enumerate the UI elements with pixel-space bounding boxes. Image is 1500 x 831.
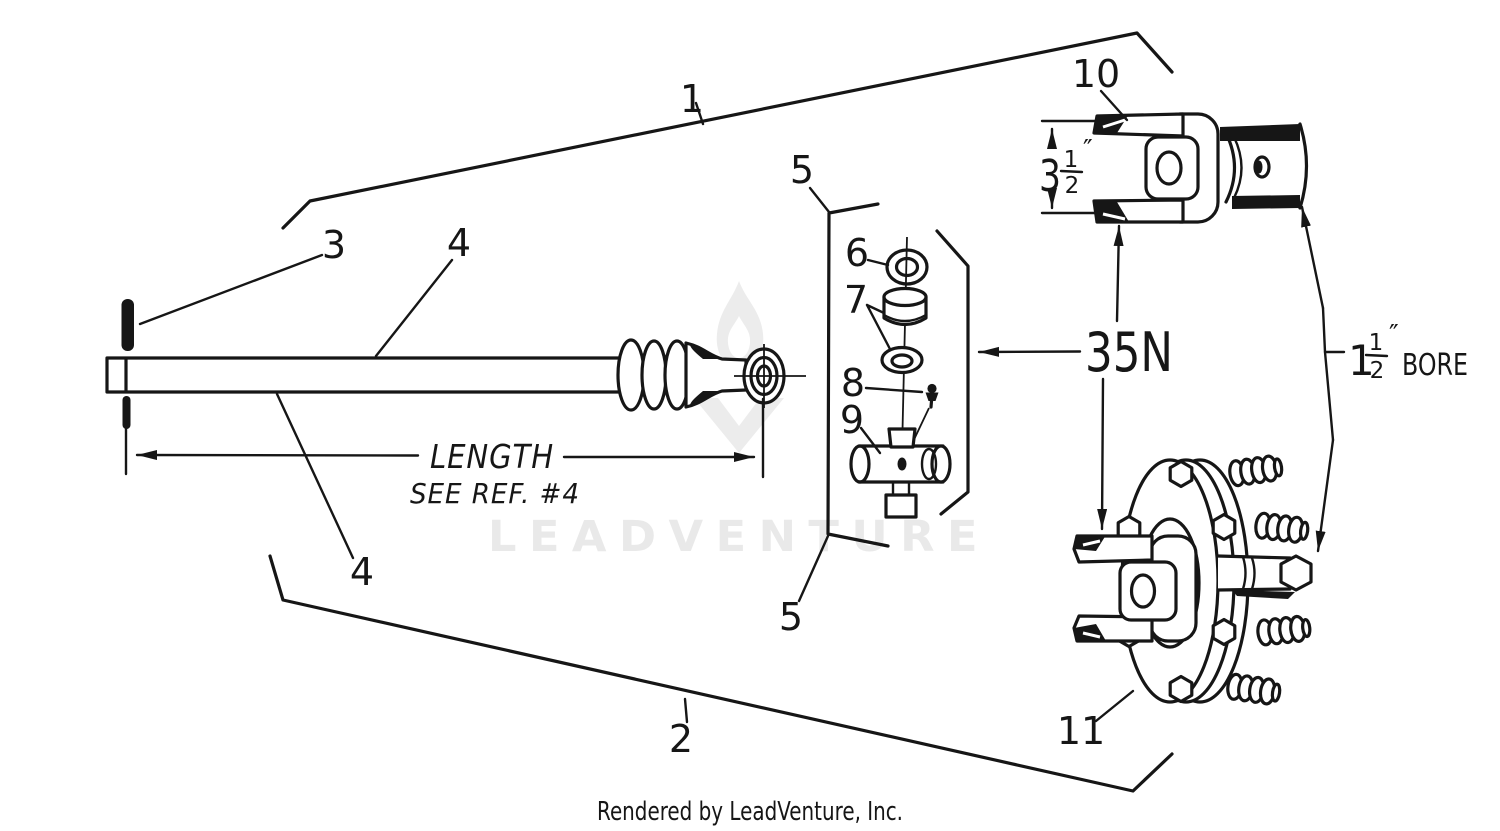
bore-label: BORE	[1402, 348, 1468, 383]
shaft-end-yoke-ring	[734, 344, 806, 408]
bore-annotation: 1 1 2 ″ BORE	[1300, 205, 1468, 553]
yoke-bottom-prong	[1092, 198, 1185, 224]
code-35n-annotation: 35N	[977, 224, 1173, 531]
yoke-height-whole: 3	[1039, 151, 1061, 202]
length-dimension-note: SEE REF. #4	[410, 477, 580, 510]
callout-4-bottom: 4	[275, 392, 374, 594]
yoke-height-dimension: 3 1 2 ″	[1039, 127, 1093, 210]
callout-11-label: 11	[1057, 709, 1105, 753]
hub-flange-assembly: 11	[1057, 452, 1313, 753]
yoke-height-denominator: 2	[1065, 173, 1080, 199]
hub-yoke-pin-hole	[1129, 573, 1157, 609]
callout-3-label: 3	[322, 223, 346, 267]
hub-yoke-fork	[1072, 534, 1198, 643]
callout-6-label: 6	[845, 231, 869, 275]
leadventure-watermark-text: LEADVENTURE	[488, 512, 990, 562]
callout-8-label: 8	[841, 361, 865, 405]
bracket-left	[826, 202, 890, 548]
cross-journal	[849, 427, 952, 519]
yoke-height-unit: ″	[1083, 135, 1093, 165]
callout-5-top-label: 5	[790, 148, 814, 192]
upper-yoke-assembly: 3 1 2 ″ 10	[1039, 52, 1309, 224]
seal-ring	[880, 345, 924, 375]
splined-bore-shaft	[1216, 554, 1313, 599]
length-dimension-label: LENGTH	[430, 437, 554, 476]
exploded-parts-column: 5 5 6 7 8	[779, 148, 970, 639]
callout-4-top-label: 4	[447, 221, 471, 265]
callout-7-label: 7	[844, 278, 868, 322]
length-dimension: LENGTH SEE REF. #4	[124, 397, 765, 510]
lower-boundary-line: 2	[268, 554, 1174, 793]
yoke-height-numerator: 1	[1064, 147, 1079, 173]
yoke-top-prong	[1092, 112, 1185, 138]
leadventure-watermark-logo	[694, 281, 784, 453]
snap-ring	[885, 248, 929, 286]
bore-numerator: 1	[1369, 330, 1384, 356]
callout-2-label: 2	[669, 717, 693, 761]
callout-9-label: 9	[840, 398, 864, 442]
callout-1-label: 1	[680, 77, 704, 121]
drive-shaft	[105, 299, 806, 429]
bracket-right	[935, 229, 970, 516]
bore-unit: ″	[1389, 320, 1399, 350]
bore-whole: 1	[1348, 336, 1375, 385]
callout-3: 3	[138, 223, 346, 326]
callout-4-bottom-label: 4	[350, 550, 374, 594]
callout-5-bottom-label: 5	[779, 595, 803, 639]
shear-pin	[121, 299, 134, 351]
yoke-pin-hole	[1155, 150, 1183, 186]
callout-4-top: 4	[374, 221, 471, 358]
footer-credit: Rendered by LeadVenture, Inc.	[597, 797, 903, 827]
shear-pin-lower	[122, 396, 131, 429]
bore-denominator: 2	[1370, 358, 1385, 384]
upper-boundary-line: 1	[281, 31, 1174, 230]
part-code-35n: 35N	[1085, 321, 1173, 384]
callout-10-label: 10	[1072, 52, 1120, 96]
bearing-cap	[882, 286, 928, 327]
